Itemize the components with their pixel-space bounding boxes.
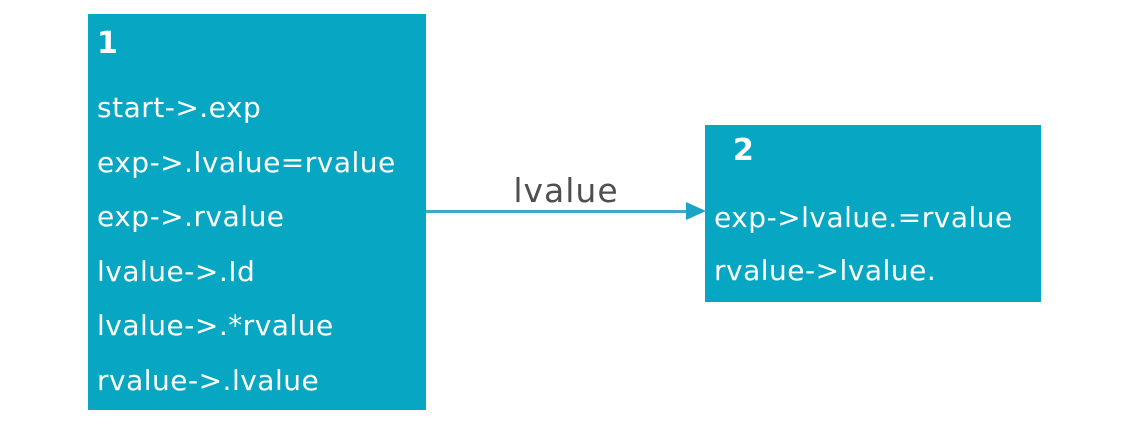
grammar-item: exp->lvalue.=rvalue	[714, 201, 1013, 234]
grammar-item: exp->.lvalue=rvalue	[97, 145, 396, 179]
grammar-item: rvalue->.lvalue	[97, 363, 320, 397]
arrowhead-icon	[686, 202, 706, 220]
state-number: 1	[97, 26, 119, 61]
grammar-item: exp->.rvalue	[97, 200, 285, 233]
state-item-list: exp->lvalue.=rvalue rvalue->lvalue.	[714, 191, 1035, 297]
state-item-list: start->.exp exp->.lvalue=rvalue exp->.rv…	[97, 81, 420, 408]
state-node-2: 2 exp->lvalue.=rvalue rvalue->lvalue.	[705, 125, 1041, 302]
arrow-line	[426, 210, 688, 213]
transition-arrow: lvalue	[426, 160, 706, 230]
grammar-item: rvalue->lvalue.	[714, 254, 937, 287]
grammar-item: lvalue->.Id	[97, 254, 256, 288]
state-node-1: 1 start->.exp exp->.lvalue=rvalue exp->.…	[88, 14, 426, 410]
grammar-item: lvalue->.*rvalue	[97, 309, 334, 342]
state-number: 2	[733, 133, 755, 168]
transition-label: lvalue	[513, 171, 619, 210]
grammar-item: start->.exp	[97, 91, 262, 124]
